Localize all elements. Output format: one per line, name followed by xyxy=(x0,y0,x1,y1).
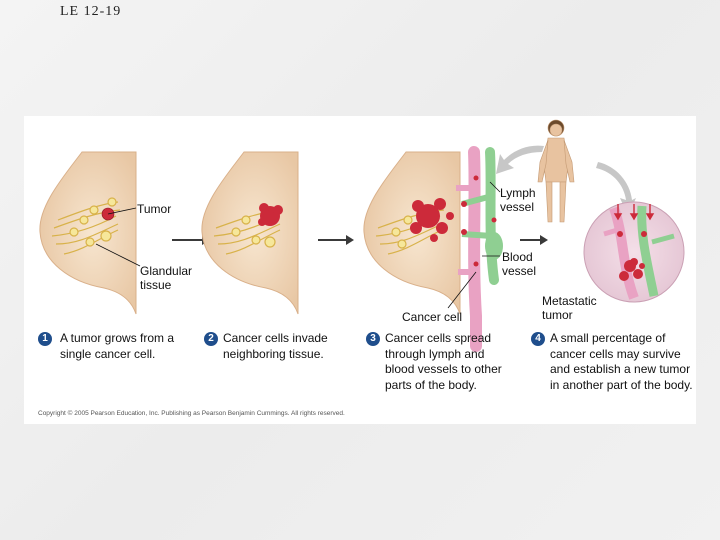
step-1-number: 1 xyxy=(38,332,52,346)
label-lymph-vessel: Lymph vessel xyxy=(500,186,536,214)
breast-stage-2 xyxy=(201,151,299,315)
breast-stage-1 xyxy=(39,151,137,315)
arrow-stage-2-3 xyxy=(318,235,354,245)
step-3-text: Cancer cells spread through lymph and bl… xyxy=(385,331,502,392)
leader-lines xyxy=(95,181,501,309)
label-tumor: Tumor xyxy=(137,202,172,216)
cancer-metastasis-figure: Tumor Glandular tissue Lymph vessel Bloo… xyxy=(24,116,696,424)
figure-illustration xyxy=(39,119,685,352)
human-figure xyxy=(537,119,575,223)
label-glandular-tissue: Glandular tissue xyxy=(140,264,193,292)
step-1-text: A tumor grows from a single cancer cell. xyxy=(60,331,175,361)
step-4-text: A small percentage of cancer cells may s… xyxy=(550,331,693,392)
step-2-number: 2 xyxy=(204,332,218,346)
lymph-vessel xyxy=(461,147,503,285)
arrow-stage-3-4 xyxy=(520,235,548,245)
slide-title: LE 12-19 xyxy=(60,4,122,19)
copyright-notice: Copyright © 2005 Pearson Education, Inc.… xyxy=(38,410,345,417)
metastasis-detail xyxy=(583,201,685,303)
breast-stage-3 xyxy=(363,151,461,315)
step-4-number: 4 xyxy=(531,332,545,346)
label-cancer-cell: Cancer cell xyxy=(402,310,463,324)
label-metastatic-tumor: Metastatic tumor xyxy=(542,294,597,322)
label-blood-vessel: Blood vessel xyxy=(502,250,537,278)
step-3-number: 3 xyxy=(366,332,380,346)
step-2-text: Cancer cells invade neighboring tissue. xyxy=(223,331,328,361)
